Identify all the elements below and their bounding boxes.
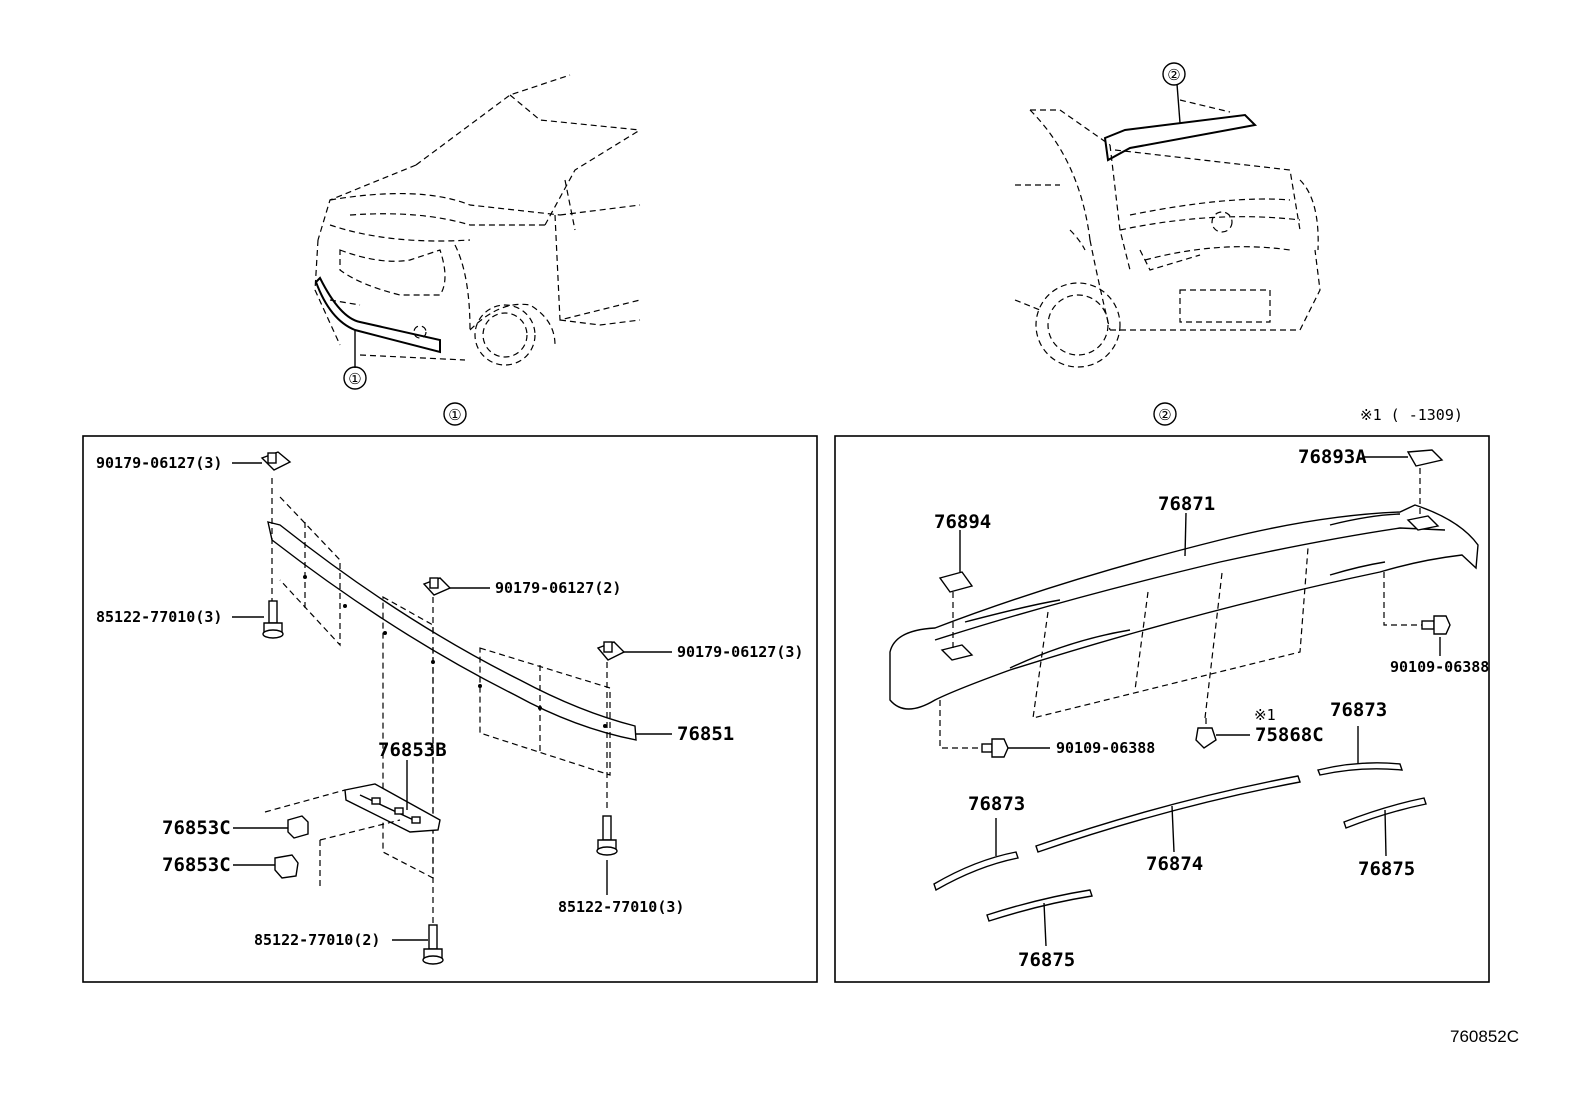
label-85122-77010-3-a: 85122-77010(3)	[96, 608, 222, 626]
tape-76875-bottom	[986, 889, 1093, 922]
front-molding	[267, 521, 637, 741]
nut-right	[596, 641, 626, 661]
clip-76853c-upper	[287, 815, 309, 839]
rear-spoiler	[889, 504, 1479, 710]
bolt-90109-06388-left	[981, 738, 1009, 758]
label-76873-left: 76873	[968, 793, 1025, 815]
cap-76893a	[1406, 449, 1444, 467]
label-76875-bottom: 76875	[1018, 949, 1075, 971]
callout-2-circle	[1153, 402, 1177, 426]
label-90109-06388-left: 90109-06388	[1056, 739, 1155, 757]
label-90179-06127-3-b: 90179-06127(3)	[677, 643, 803, 661]
applicability-note: ※1 ( -1309)	[1360, 406, 1463, 424]
label-76853b: 76853B	[378, 739, 447, 761]
front-car-illustration: ①	[314, 74, 641, 390]
label-76853c-a: 76853C	[162, 817, 231, 839]
label-76871: 76871	[1158, 493, 1215, 515]
bolt-90109-06388-right	[1421, 615, 1451, 635]
label-90179-06127-2: 90179-06127(2)	[495, 579, 621, 597]
bracket-76853b	[344, 783, 441, 833]
nut-top-left	[260, 451, 292, 471]
label-76853c-b: 76853C	[162, 854, 231, 876]
cover-76894	[938, 571, 974, 593]
bolt-bottom	[422, 924, 444, 965]
label-note-mark: ※1	[1254, 706, 1276, 724]
label-90109-06388-right: 90109-06388	[1390, 658, 1489, 676]
label-76875-right: 76875	[1358, 858, 1415, 880]
panel-1-parts	[232, 451, 672, 965]
label-76851: 76851	[677, 723, 734, 745]
diagram-reference-code: 760852C	[1450, 1027, 1519, 1046]
label-76874: 76874	[1146, 853, 1203, 875]
tape-76873-top-right	[1317, 762, 1404, 776]
clip-75868c	[1195, 727, 1217, 749]
callout-2-header: ②	[1158, 406, 1171, 424]
label-85122-77010-2: 85122-77010(2)	[254, 931, 380, 949]
panel-2-frame	[834, 435, 1490, 983]
bolt-right	[596, 815, 618, 856]
nut-mid	[422, 577, 452, 596]
label-75868c: 75868C	[1255, 724, 1324, 746]
panel-2-parts	[889, 449, 1479, 947]
label-76894: 76894	[934, 511, 991, 533]
panel-1-frame	[82, 435, 818, 983]
label-85122-77010-3-b: 85122-77010(3)	[558, 898, 684, 916]
bolt-left	[262, 600, 284, 639]
callout-1-circle	[443, 402, 467, 426]
tape-76874	[1035, 775, 1301, 853]
label-76873-top-right: 76873	[1330, 699, 1387, 721]
label-76893a: 76893A	[1298, 446, 1367, 468]
tape-76873-left	[933, 851, 1019, 892]
rear-car-illustration: ②	[1014, 62, 1321, 368]
callout-1-car: ①	[348, 370, 361, 388]
callout-2-car: ②	[1167, 66, 1180, 84]
callout-1-header: ①	[448, 406, 461, 424]
clip-76853c-lower	[274, 854, 299, 879]
label-90179-06127-3-a: 90179-06127(3)	[96, 454, 222, 472]
